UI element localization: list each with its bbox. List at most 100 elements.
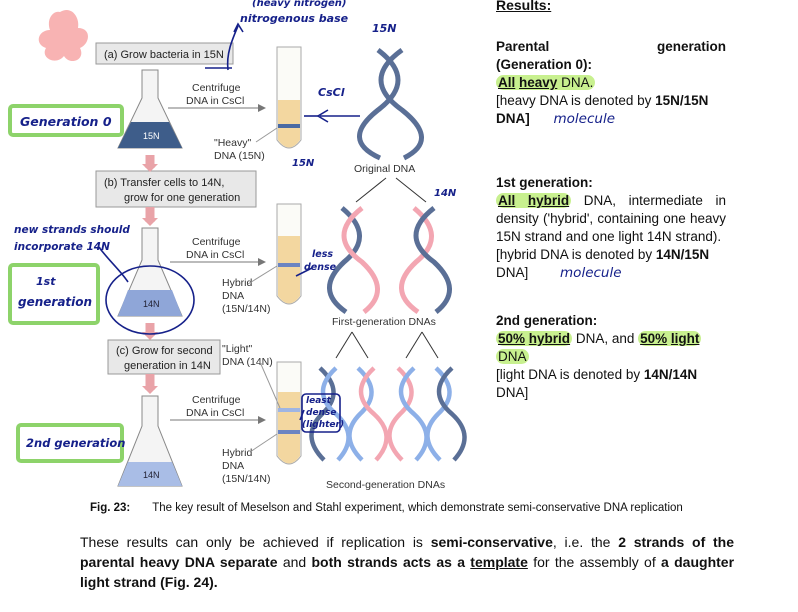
meselson-stahl-figure: (a) Grow bacteria in 15N (b) Transfer ce… [8, 0, 467, 491]
gen1-handwritten-molecule: molecule [560, 265, 622, 281]
gen2-light: light [670, 331, 700, 346]
light-label-1: "Light" [222, 343, 252, 355]
annot-heavy-nitrogen: (heavy nitrogen) [252, 0, 347, 9]
second-gen-helix-3 [387, 366, 429, 462]
results-heading: Results: [496, 0, 552, 13]
annot-generation-1-text-a: 1st [36, 275, 56, 288]
annot-generation-2-text: 2nd generation [26, 436, 125, 450]
gen1-note-c: DNA] [496, 265, 529, 280]
step-b-box [95, 170, 257, 208]
gen0-title-c: (Generation 0): [496, 57, 593, 72]
gen2-note: [light DNA is denoted by 14N/14N DNA] [496, 366, 726, 402]
annot-least-dense-3: (lighter) [302, 420, 344, 430]
hybrid-label-1a: Hybrid [222, 277, 253, 289]
body-paragraph: These results can only be achieved if re… [80, 532, 734, 592]
gen0-title-line: Parental generation [496, 38, 726, 56]
tube-generation-1 [276, 203, 302, 305]
hybrid-label-1c: (15N/14N) [222, 303, 270, 315]
centrifuge-label-1b: DNA in CsCl [186, 95, 244, 107]
gen0-note-c: DNA] [496, 111, 530, 126]
annot-new-strands-1: new strands should [14, 224, 130, 236]
gen2-note-b: 14N/14N [643, 367, 698, 382]
gen0-title-b: generation [656, 39, 726, 54]
step-c-label-2: generation in 14N [124, 360, 211, 372]
annot-cscl: CsCl [318, 86, 345, 99]
flask-1-label: 15N [143, 131, 160, 141]
body-t2: , i.e. the [552, 534, 611, 550]
annot-generation-0-text: Generation 0 [20, 114, 112, 129]
step-c-label-1: (c) Grow for second [116, 345, 213, 357]
original-dna-helix [357, 47, 424, 161]
annot-least-dense-1: least [306, 396, 332, 406]
hybrid-label-1b: DNA [222, 290, 244, 302]
tube-generation-2 [276, 361, 302, 465]
centrifuge-label-3a: Centrifuge [192, 394, 241, 406]
annot-box-generation-1 [8, 263, 100, 325]
heavy-label-1: "Heavy" [214, 137, 251, 149]
annot-new-strands-2: incorporate 14N [14, 241, 110, 253]
body-b1: semi-conservative [430, 534, 553, 550]
body-b5: (Fig. 24). [160, 574, 218, 590]
annot-less-dense-2: dense [304, 262, 337, 273]
original-dna-label: Original DNA [354, 163, 415, 175]
annot-15n-tube: 15N [292, 158, 315, 169]
first-gen-helix-1 [327, 206, 380, 315]
flask-generation-1: 14N [117, 227, 183, 317]
gen1-hybrid: hybrid [527, 193, 570, 208]
step-b-label-2: grow for one generation [124, 192, 240, 204]
gen1-rest: DNA, intermediate in density ('hybrid', … [496, 193, 726, 244]
flask-generation-0: 15N [117, 69, 183, 149]
results-gen1: 1st generation: All hybrid DNA, intermed… [496, 174, 726, 282]
flask-2-label: 14N [143, 299, 160, 309]
gen1-all: All [498, 193, 516, 208]
gen1-note-a: [hybrid DNA is denoted by [496, 247, 653, 262]
centrifuge-label-2a: Centrifuge [192, 236, 241, 248]
annot-nitrogenous-base: nitrogenous base [240, 12, 349, 25]
step-c-box [107, 339, 221, 375]
hybrid-label-2c: (15N/14N) [222, 473, 270, 485]
caption-text: The key result of Meselson and Stahl exp… [152, 502, 683, 514]
gen1-summary: All hybrid DNA, intermediate in density … [496, 192, 726, 246]
gen0-title-a: Parental [496, 39, 550, 54]
first-gen-helix-2 [399, 206, 452, 315]
body-t4: for the assembly of [533, 554, 656, 570]
step-a-label: (a) Grow bacteria in 15N [104, 49, 224, 61]
annot-box-generation-2 [16, 423, 124, 463]
step-b-label-1: (b) Transfer cells to 14N, [104, 177, 224, 189]
gen0-heavy: heavy [519, 75, 558, 90]
gen0-all: All [498, 75, 516, 90]
annot-15n-right: 15N [372, 22, 397, 35]
gen0-rest: DNA. [561, 75, 594, 90]
gen1-note: [hybrid DNA is denoted by 14N/15N DNA] m… [496, 246, 726, 282]
flask-3-label: 14N [143, 470, 160, 480]
gen2-pct2: 50% [640, 331, 668, 346]
annot-least-dense-2: dense [306, 408, 336, 418]
gen1-note-b: 14N/15N [655, 247, 710, 262]
gen0-handwritten-molecule: molecule [553, 111, 616, 127]
first-gen-label: First-generation DNAs [332, 316, 436, 328]
flask-generation-2: 14N [117, 395, 183, 487]
gen2-tail: DNA [496, 349, 529, 364]
second-gen-helix-2 [347, 366, 389, 462]
figure-caption: Fig. 23: The key result of Meselson and S… [90, 502, 790, 514]
caption-label: Fig. 23: [90, 502, 131, 514]
annot-circle-flask-2 [105, 265, 195, 335]
heavy-label-2: DNA (15N) [214, 150, 265, 162]
body-u1: template [470, 554, 528, 570]
hybrid-label-2a: Hybrid [222, 447, 253, 459]
light-label-2: DNA (14N) [222, 356, 273, 368]
hybrid-label-2b: DNA [222, 460, 244, 472]
body-t3: and [282, 554, 307, 570]
results-gen0: Parental generation (Generation 0): All … [496, 38, 726, 128]
gen2-summary: 50% hybrid DNA, and 50% light DNA [496, 330, 726, 366]
annot-box-generation-0 [8, 104, 124, 137]
centrifuge-label-3b: DNA in CsCl [186, 407, 244, 419]
second-gen-helix-1 [309, 366, 351, 462]
gen0-note: [heavy DNA is denoted by 15N/15N DNA] mo… [496, 92, 726, 128]
body-b2: 2 strands of the parental heavy DNA sepa… [80, 534, 735, 570]
second-gen-helix-4 [425, 366, 467, 462]
results-gen2: 2nd generation: 50% hybrid DNA, and 50% … [496, 312, 726, 402]
gen2-note-a: [light DNA is denoted by [496, 367, 641, 382]
body-b4: a daughter light strand [80, 554, 735, 590]
annot-less-dense-1: less [312, 249, 333, 260]
